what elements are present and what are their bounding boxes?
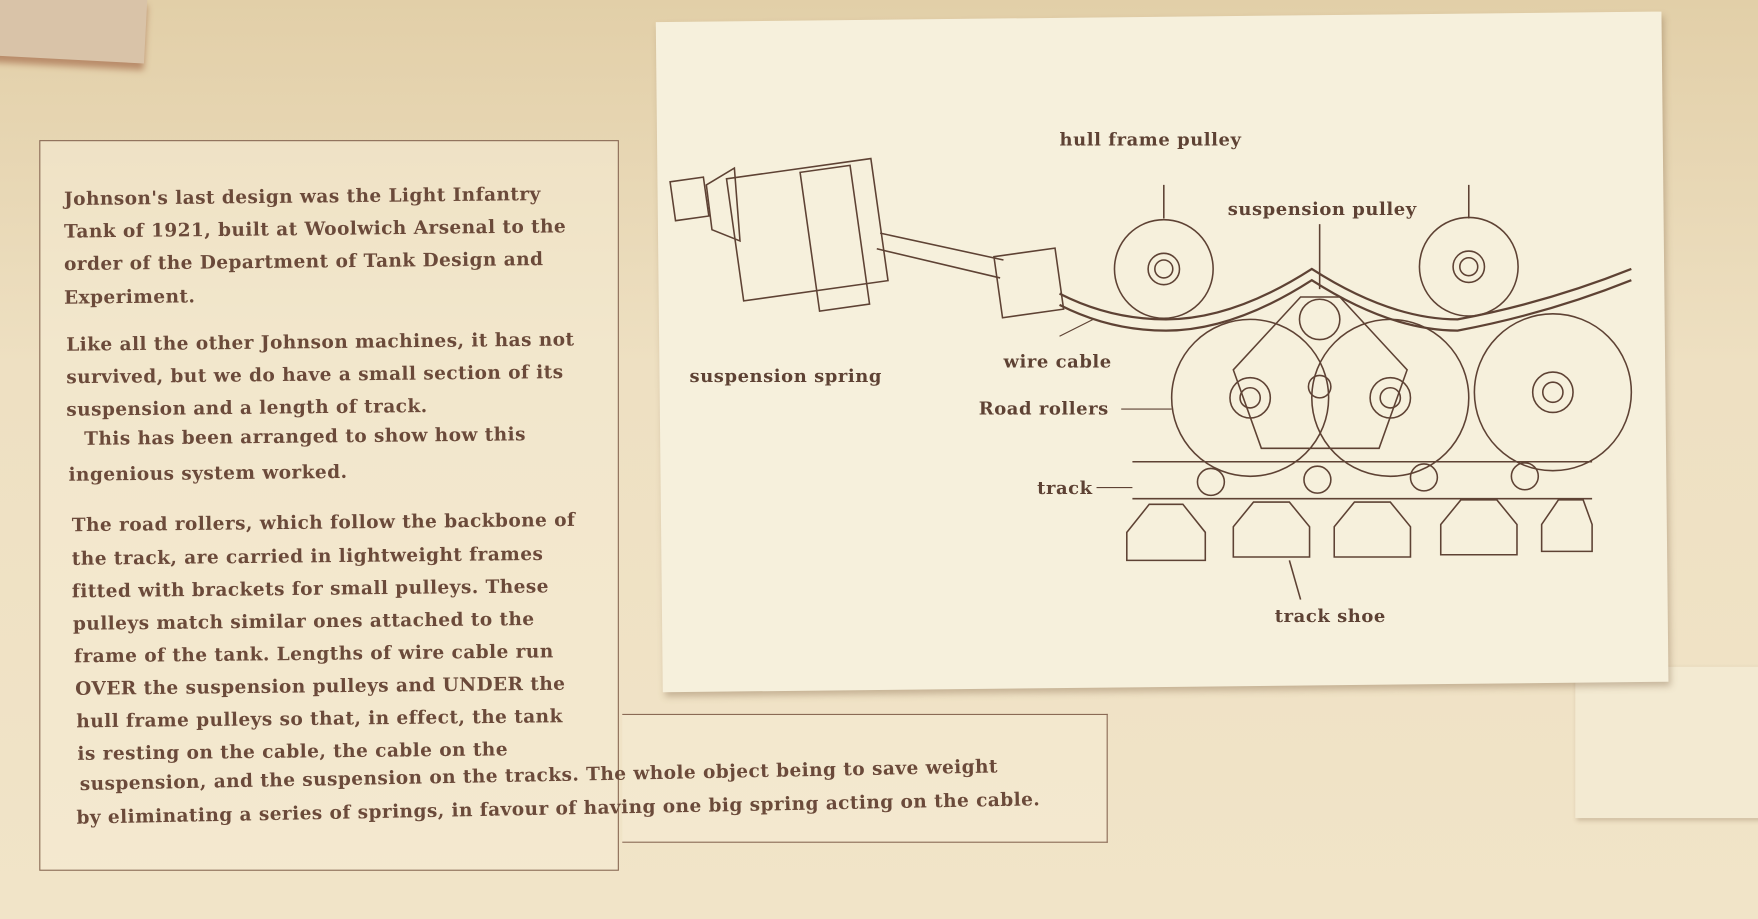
wire-cable [1059, 267, 1632, 332]
label-suspension-spring: suspension spring [689, 365, 882, 387]
road-rollers [1170, 224, 1633, 478]
text-panel [39, 140, 619, 871]
track-links [1132, 460, 1593, 500]
label-track-shoe: track shoe [1274, 605, 1386, 627]
label-track: track [1037, 477, 1093, 499]
label-road-rollers: Road rollers [978, 397, 1109, 420]
track-shoes [1126, 499, 1593, 600]
panel-line: ingenious system worked. [68, 461, 348, 486]
side-paper [1575, 666, 1758, 819]
label-suspension-pulley: suspension pulley [1227, 198, 1417, 220]
panel-line: is resting on the cable, the cable on th… [77, 738, 509, 765]
panel-line: Experiment. [63, 285, 196, 309]
panel-line: suspension and a length of track. [66, 395, 428, 421]
label-wire-cable: wire cable [1003, 350, 1112, 373]
suspension-spring-drawing [669, 157, 1065, 319]
text-panel-extension [622, 713, 1108, 843]
label-hull-frame-pulley: hull frame pulley [1059, 128, 1242, 151]
hull-frame-pulleys [1113, 184, 1519, 320]
